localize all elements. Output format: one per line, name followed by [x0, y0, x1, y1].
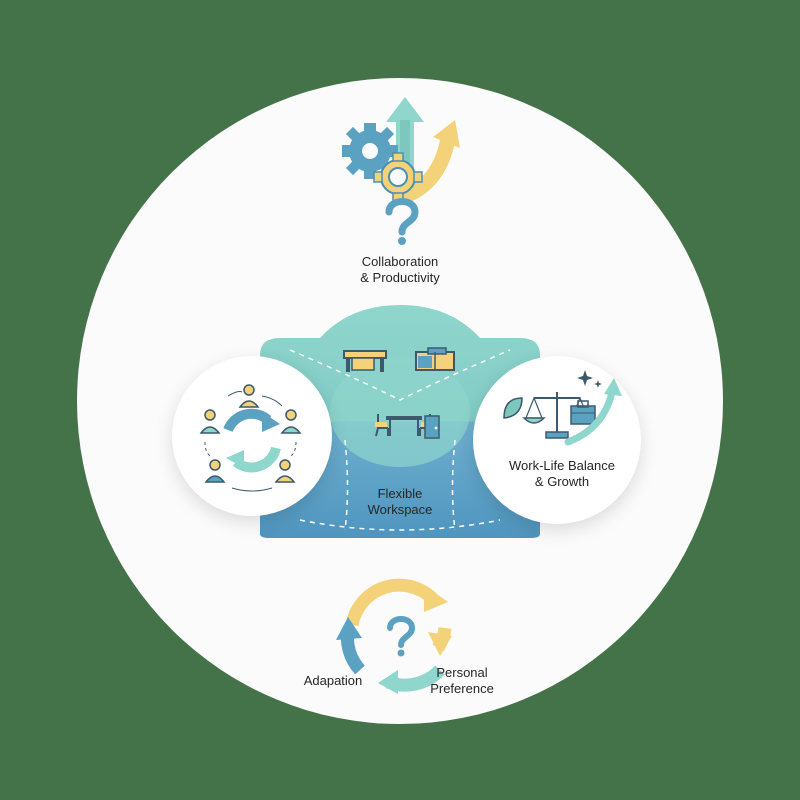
collaboration-productivity-label: Collaboration & Productivity — [360, 254, 440, 285]
person-icon — [204, 459, 226, 483]
small-gear-icon — [373, 152, 423, 202]
person-icon — [199, 409, 221, 434]
flexible-workspace-blob — [260, 305, 540, 538]
growth-arrow-icon — [397, 120, 460, 204]
door-icon — [424, 415, 440, 439]
flexible-workspace-label: Flexible Workspace — [367, 486, 433, 517]
team-cycle-card — [172, 356, 332, 516]
briefcase-icon — [570, 400, 596, 425]
person-icon — [238, 384, 260, 408]
personal-preference-label: Personal Preference — [430, 665, 494, 696]
person-icon — [280, 409, 302, 434]
sparkle-icon — [577, 370, 602, 388]
question-mark-icon — [385, 198, 419, 245]
work-life-balance-label: Work-Life Balance & Growth — [509, 458, 615, 489]
desk-icon — [343, 350, 387, 372]
cabinet-icon — [415, 347, 455, 371]
growth-arrow-icon — [564, 378, 622, 446]
person-icon — [274, 459, 296, 483]
adaptation-label: Adapation — [303, 673, 363, 688]
cycle-arrows-icon — [336, 578, 452, 694]
leaf-icon — [503, 397, 523, 419]
